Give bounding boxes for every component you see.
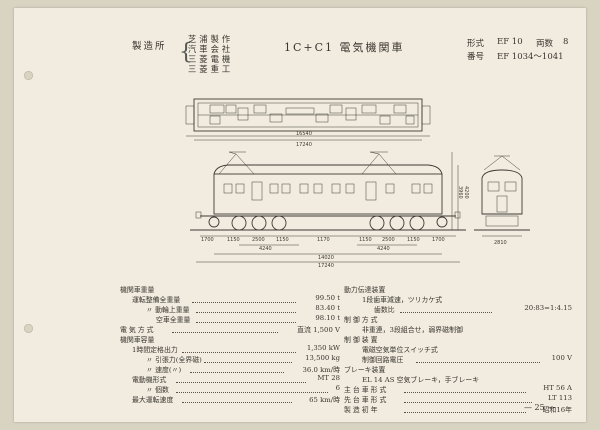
dim-bottom-5: 1170 (317, 237, 330, 243)
spec-item: 機関車重量 (120, 286, 155, 294)
type-label: 形式 (467, 39, 485, 49)
spec-item: EL 14 AS 空気ブレーキ，手ブレーキ (362, 376, 480, 384)
dim-bottom-4: 1150 (276, 237, 289, 243)
number-value: EF 1034〜1041 (497, 52, 564, 62)
spec-item: 非重連，3段組合せ，弱界磁制御 (362, 326, 463, 334)
dim-mid-1: 4240 (259, 246, 272, 252)
page-number: — 25 — (524, 403, 556, 412)
dim-bottom-1: 1700 (201, 237, 214, 243)
spec-item: 制御方式 (344, 316, 380, 324)
page-title: 1C+C1 電気機関車 (284, 41, 405, 54)
side-view: 1700 1150 2500 1150 1170 1150 2500 1150 … (190, 151, 469, 269)
spec-item: 製造初年昭和16年 (344, 406, 572, 414)
maker-1: 芝浦製作 (188, 34, 234, 44)
number-label: 番号 (467, 52, 485, 62)
dim-bottom-9: 1700 (432, 237, 445, 243)
spec-item: 電気方式直流 1,500 V (120, 326, 340, 334)
spec-item: 〃 引張力(全界磁)13,500 kg (146, 354, 340, 364)
spec-item: 電磁空気単位スイッチ式 (362, 346, 438, 354)
spec-item: 制御装置 (344, 336, 380, 344)
dim-height-1: 3960 (457, 186, 463, 199)
plan-view: 16540 17240 (185, 98, 431, 148)
spec-item: 動力伝達装置 (344, 286, 386, 294)
dim-bottom-7: 2500 (382, 237, 395, 243)
spec-item: 〃 速度(〃)36.0 km/時 (146, 366, 340, 374)
document-page: 製造所 { 芝浦製作 汽車会社 三菱電機 三菱重工 1C+C1 電気機関車 形式… (14, 8, 586, 422)
maker-3: 三菱電機 (188, 54, 234, 64)
dim-bottom-3: 2500 (252, 237, 265, 243)
manufacturer-label: 製造所 (132, 41, 167, 52)
dim-plan-2: 17240 (296, 142, 312, 148)
dim-total-2: 17240 (318, 263, 334, 269)
dim-height-2: 4200 (463, 186, 469, 199)
dim-bottom-2: 1150 (227, 237, 240, 243)
binder-hole (24, 324, 33, 333)
spec-item: 1段歯車減速，ツリカケ式 (362, 296, 443, 304)
spec-item: ブレーキ装置 (344, 366, 386, 374)
dim-plan-1: 16540 (296, 131, 312, 137)
locomotive-drawing: 16540 17240 1700 1150 2500 (185, 98, 530, 269)
brace-icon: { (179, 40, 193, 65)
dim-bottom-8: 1150 (407, 237, 420, 243)
spec-item: 機関車容量 (120, 336, 155, 344)
dim-end-width: 2810 (494, 240, 507, 246)
binder-hole (24, 71, 33, 80)
count-label: 両数 (536, 39, 554, 49)
type-value: EF 10 (497, 37, 523, 47)
count-value: 8 (563, 37, 569, 47)
dim-mid-2: 4240 (377, 246, 390, 252)
dim-total-1: 14020 (318, 255, 334, 261)
maker-4: 三菱重工 (188, 64, 234, 74)
dim-bottom-6: 1150 (359, 237, 372, 243)
end-view: 2810 (474, 155, 530, 246)
maker-2: 汽車会社 (188, 44, 234, 54)
